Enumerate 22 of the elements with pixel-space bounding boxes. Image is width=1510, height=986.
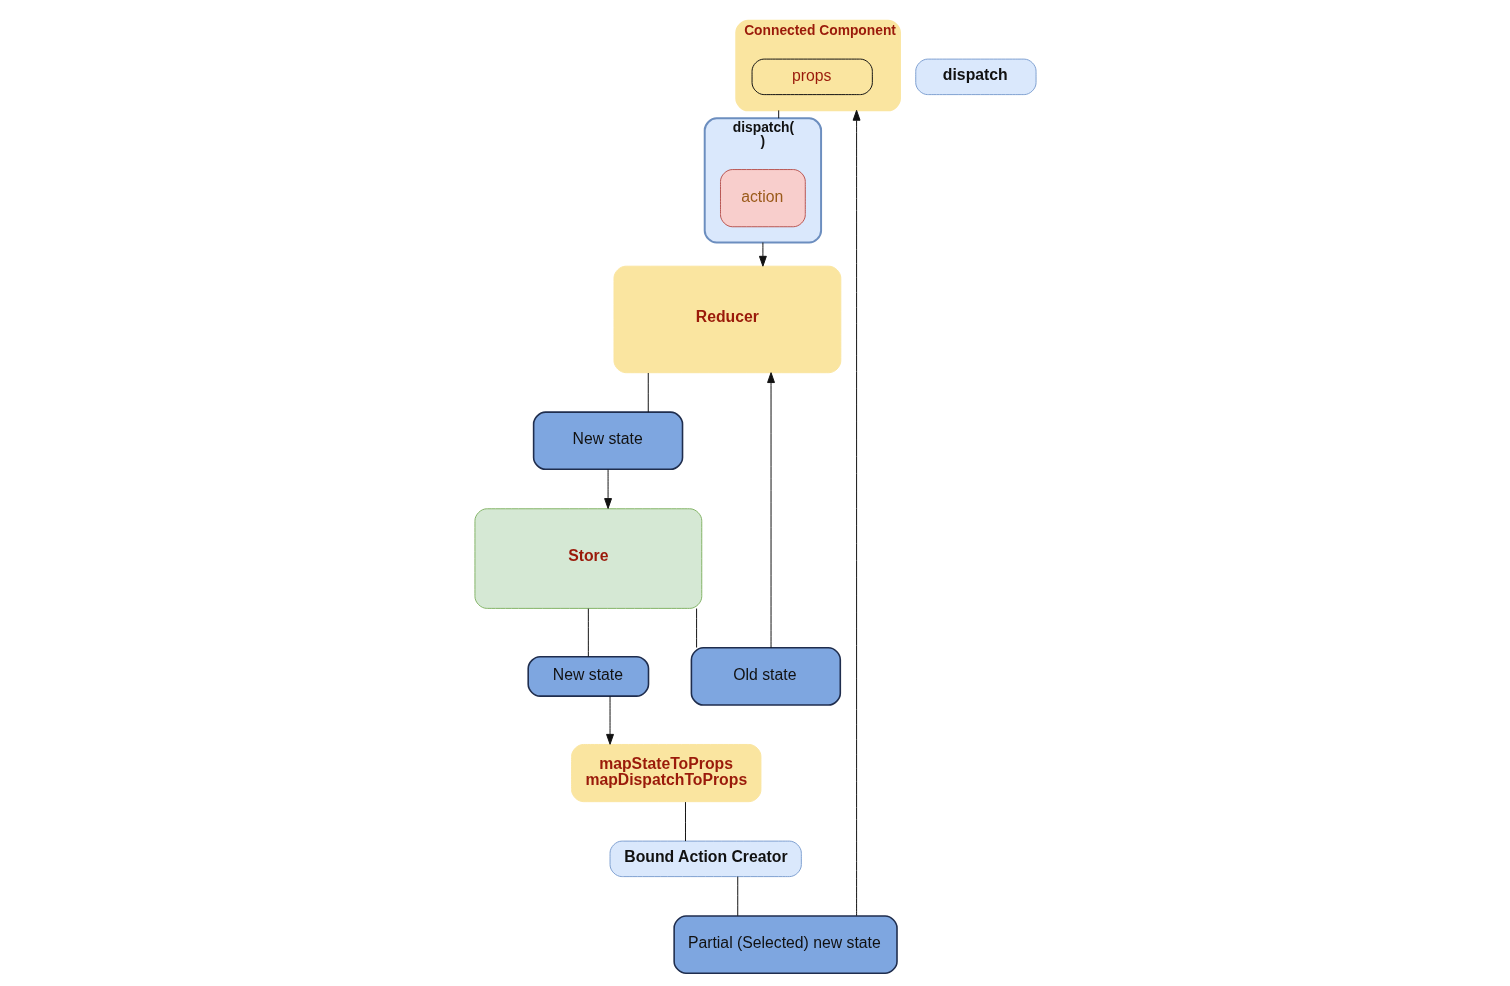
node-box: Partial (Selected) new state — [672, 915, 898, 975]
arrow — [603, 469, 612, 509]
connector — [684, 801, 686, 842]
arrow — [605, 695, 614, 745]
connector — [587, 608, 589, 658]
connector — [695, 608, 697, 649]
connector — [777, 109, 779, 119]
node-box: New state — [532, 411, 683, 471]
node-box: props — [751, 58, 873, 96]
arrow — [758, 242, 767, 267]
node-box: Reducer — [613, 265, 841, 374]
node-box: New state — [526, 655, 649, 697]
node-box: action — [719, 169, 806, 228]
node-box: Old state — [690, 647, 841, 706]
connector — [736, 876, 738, 917]
node-box: dispatch — [914, 58, 1037, 96]
connector — [647, 372, 649, 413]
node-box: Store — [473, 508, 702, 609]
node-box: mapStateToProps mapDispatchToProps — [570, 743, 761, 803]
arrow — [852, 109, 861, 917]
arrow — [766, 372, 775, 649]
node-box: Bound Action Creator — [609, 840, 802, 878]
